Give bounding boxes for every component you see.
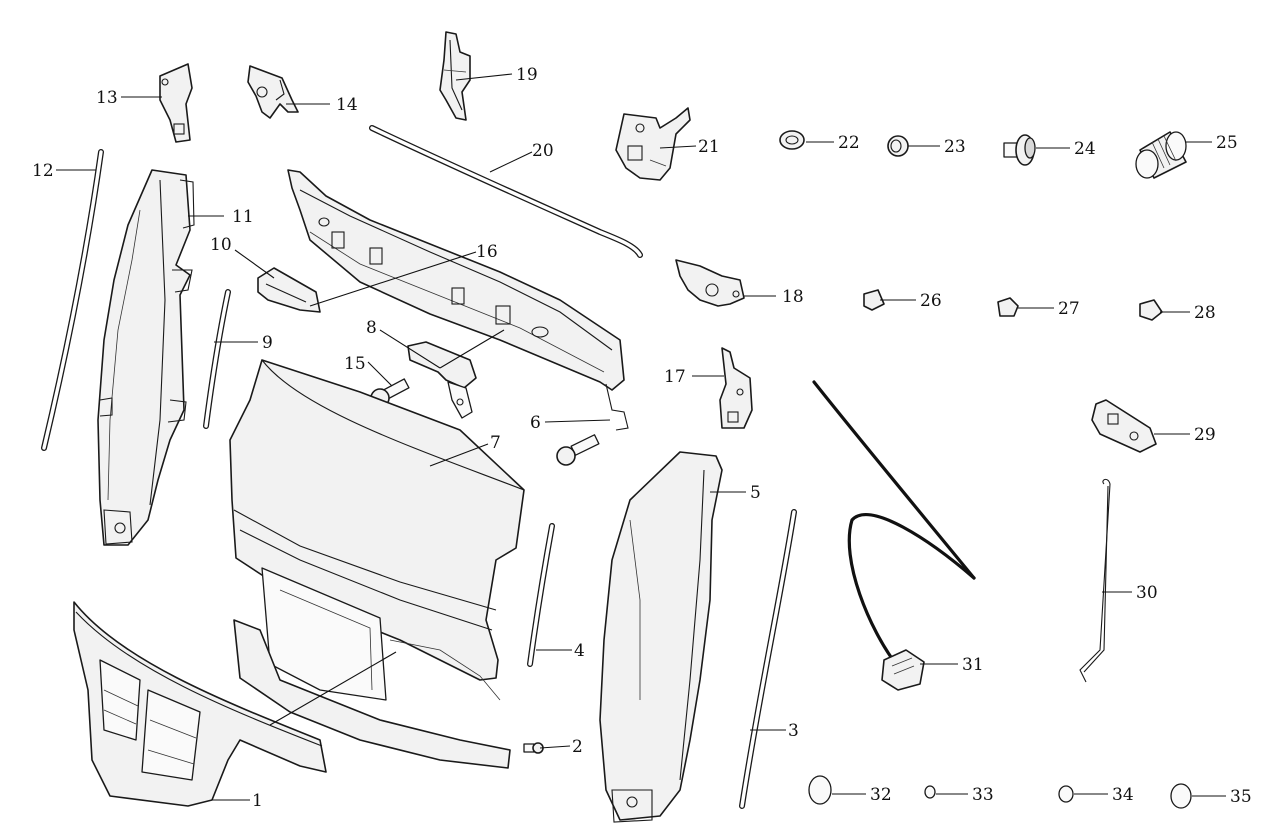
callout-14: 14 <box>336 95 358 115</box>
part-11-left-corner-panel <box>97 169 195 546</box>
callout-34: 34 <box>1112 785 1134 805</box>
part-1-grille <box>73 601 327 807</box>
callout-11: 11 <box>232 207 254 227</box>
part-33-cap <box>924 785 936 799</box>
part-24-connector <box>1003 134 1036 166</box>
part-28-clip <box>1139 299 1163 321</box>
callout-7: 7 <box>490 433 501 453</box>
part-9-short-strip <box>203 289 231 429</box>
part-4-strip <box>527 523 555 667</box>
part-16-cross-beam <box>287 169 629 431</box>
callout-31: 31 <box>962 655 984 675</box>
part-35-cap <box>1170 783 1192 809</box>
callout-25: 25 <box>1216 133 1238 153</box>
callout-12: 12 <box>32 161 54 181</box>
part-23-plug <box>887 135 909 157</box>
callout-15: 15 <box>344 354 366 374</box>
callout-5: 5 <box>750 483 761 503</box>
part-21-bracket <box>615 107 691 181</box>
callout-22: 22 <box>838 133 860 153</box>
callout-6: 6 <box>530 413 541 433</box>
callout-18: 18 <box>782 287 804 307</box>
part-31-cable <box>812 380 976 691</box>
callout-26: 26 <box>920 291 942 311</box>
callout-1: 1 <box>252 791 263 811</box>
part-17-bracket <box>719 347 753 429</box>
leader-lines <box>56 73 1226 801</box>
part-34-cap <box>1058 785 1074 803</box>
part-27-clip <box>997 297 1019 317</box>
callout-28: 28 <box>1194 303 1216 323</box>
callout-32: 32 <box>870 785 892 805</box>
part-18-bracket <box>675 259 745 307</box>
part-19-tall-bracket <box>439 31 471 121</box>
callout-16: 16 <box>476 242 498 262</box>
part-14-bracket <box>247 65 299 119</box>
part-20-seal-strip <box>369 125 643 258</box>
callout-13: 13 <box>96 88 118 108</box>
callout-labels: 1 2 3 4 5 6 7 8 9 10 11 12 13 14 15 16 1… <box>32 65 1252 811</box>
part-30-rod <box>1079 478 1111 683</box>
part-22-grommet <box>779 130 805 150</box>
part-8-hinge <box>407 341 477 419</box>
callout-20: 20 <box>532 141 554 161</box>
part-7-front-panel <box>229 359 525 769</box>
callout-10: 10 <box>210 235 232 255</box>
callout-3: 3 <box>788 721 799 741</box>
part-12-weather-strip <box>41 149 104 451</box>
part-3-right-strip <box>739 509 797 809</box>
callout-21: 21 <box>698 137 720 157</box>
callout-4: 4 <box>574 641 585 661</box>
part-13-bracket <box>159 63 193 143</box>
callout-23: 23 <box>944 137 966 157</box>
callout-2: 2 <box>572 737 583 757</box>
part-10-clip <box>257 267 321 313</box>
part-29-latch <box>1091 399 1157 453</box>
callout-19: 19 <box>516 65 538 85</box>
callout-8: 8 <box>366 318 377 338</box>
callout-30: 30 <box>1136 583 1158 603</box>
part-26-clip <box>863 289 885 311</box>
callout-29: 29 <box>1194 425 1216 445</box>
part-5-right-corner-panel <box>599 451 723 823</box>
callout-24: 24 <box>1074 139 1096 159</box>
callout-9: 9 <box>262 333 273 353</box>
part-6-bolt <box>556 434 600 466</box>
callout-17: 17 <box>664 367 686 387</box>
callout-33: 33 <box>972 785 994 805</box>
callout-27: 27 <box>1058 299 1080 319</box>
callout-35: 35 <box>1230 787 1252 807</box>
part-32-cap <box>808 775 832 805</box>
part-25-sleeve <box>1135 131 1187 179</box>
